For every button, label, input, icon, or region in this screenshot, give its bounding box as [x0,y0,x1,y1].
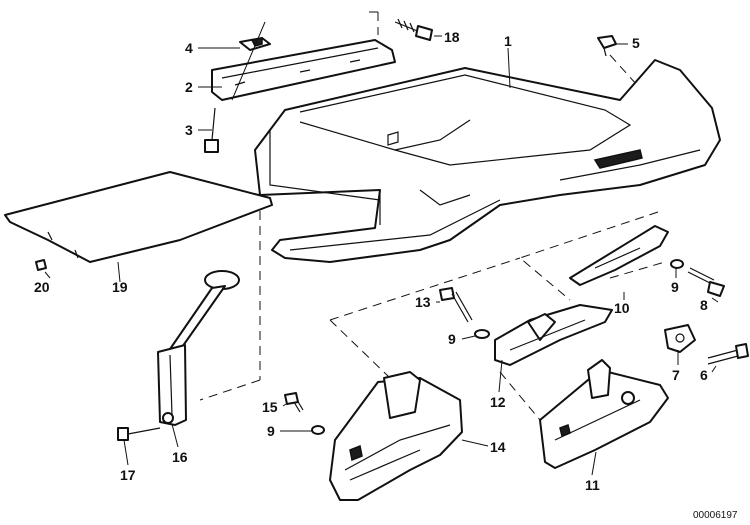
callout-18: 18 [444,29,460,45]
callout-labels: 1 2 3 4 5 6 7 8 9 9 9 10 11 12 13 14 15 … [34,29,708,493]
callout-14: 14 [490,439,506,455]
screw-8 [687,267,725,297]
screw-15 [284,392,304,413]
cover-panel [4,171,273,263]
pin-17 [117,427,161,441]
washer-9-left [311,425,325,435]
callout-3: 3 [185,122,193,138]
assembly-guide-lines [199,11,666,421]
callout-10: 10 [614,300,630,316]
push-clip-5 [597,35,617,57]
callout-13: 13 [415,294,431,310]
callout-11: 11 [585,477,600,493]
callout-7: 7 [672,367,680,383]
bolt-18 [394,18,433,41]
callout-16: 16 [172,449,188,465]
catch-7 [664,324,696,353]
callout-9-middle: 9 [448,331,456,347]
callout-6: 6 [700,367,708,383]
screw-13 [439,287,473,323]
callout-20: 20 [34,279,50,295]
callout-9-right: 9 [671,279,679,295]
hinge-strip [211,39,396,101]
latch-bracket [494,304,613,366]
callout-2: 2 [185,79,193,95]
washer-9-middle [474,329,490,339]
callout-15: 15 [262,399,278,415]
callout-12: 12 [490,394,506,410]
support-strut [157,270,240,426]
callout-17: 17 [120,467,136,483]
lock-handle [539,359,669,469]
clip-nut [239,37,271,51]
screw-6 [707,343,749,365]
callout-5: 5 [632,35,640,51]
callout-4: 4 [185,40,193,56]
callout-19: 19 [112,279,128,295]
leader-lines [44,35,719,476]
screw-3 [204,107,219,153]
handle-bezel [329,371,463,501]
glove-box-housing [254,59,721,263]
callout-1: 1 [504,33,512,49]
clip-20 [35,259,47,271]
washer-9-right [670,259,684,269]
latch-plate [569,225,669,286]
hinge-screw-guide [231,21,266,101]
callout-9-left: 9 [267,423,275,439]
callout-8: 8 [700,297,708,313]
document-number: 00006197 [693,510,738,521]
